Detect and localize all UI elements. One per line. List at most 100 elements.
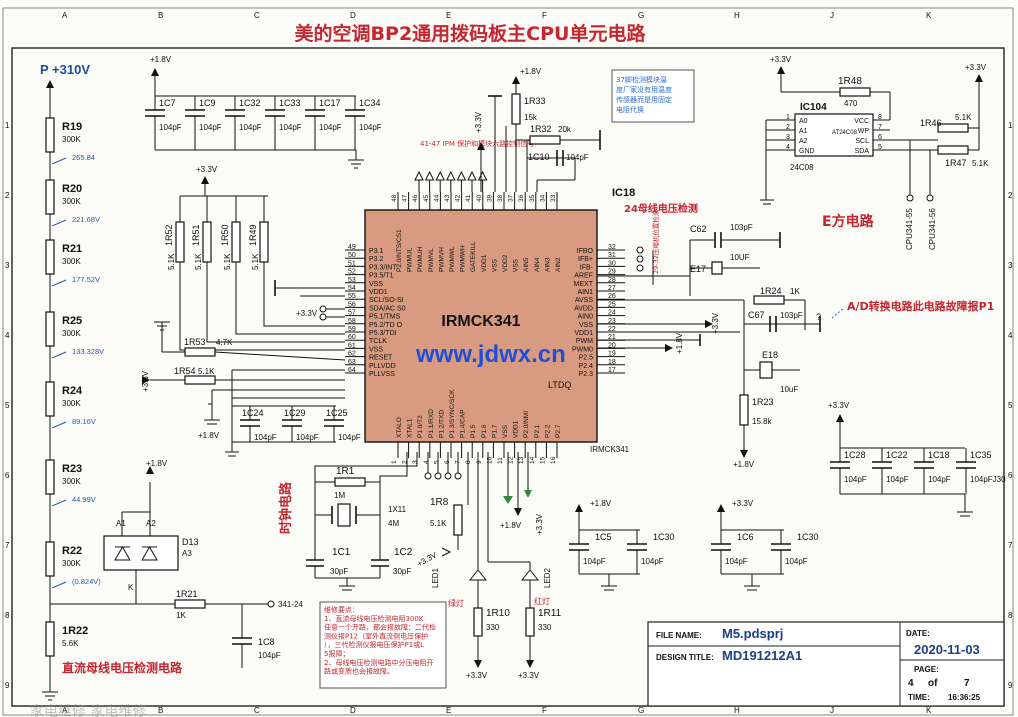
mcu-pin-number: 22: [608, 326, 616, 333]
r46-ref: 1R46: [920, 118, 942, 128]
mcu-pin-number: 44: [433, 194, 440, 202]
r1-body: [334, 477, 366, 487]
r1r21-body: [174, 599, 206, 609]
grid-row-label: 9: [5, 681, 10, 690]
pullup-val: 5.1K: [167, 253, 176, 270]
hv-resistor-ref: R22: [62, 545, 82, 557]
d13-pin-k: K: [128, 583, 134, 592]
mcu-pins: 49P3.150P3.251P3.3/INT52P3.5/T153VSS54VD…: [345, 192, 625, 464]
capacitor-val: 104pF: [296, 433, 319, 442]
hv-node-voltage: 44.99V: [72, 495, 96, 504]
r1r21-net: 341-24: [278, 600, 303, 609]
pullup-resistor: [175, 221, 185, 263]
r33-body: [511, 93, 521, 125]
mcu-pin-number: 28: [608, 277, 616, 284]
eeprom-pin-number: 1: [786, 114, 790, 121]
r54-body: [184, 375, 216, 385]
mcu-pin-name: PWM0: [572, 346, 593, 353]
hv-resistor-ref: R19: [62, 121, 82, 133]
mcu-pin-name: PWMWL: [449, 246, 456, 272]
pullup-val: 5.1K: [223, 253, 232, 270]
hv-resistor: [45, 381, 55, 417]
grid-row-label: 7: [5, 541, 10, 550]
mcu-pin-number: 17: [608, 367, 616, 374]
net-connector-icon: [319, 313, 327, 321]
r32-body: [529, 135, 561, 145]
led2-rail: +3.3V: [518, 671, 540, 680]
eeprom-rail: +3.3V: [770, 55, 792, 64]
mcu-pin-number: 38: [497, 194, 504, 202]
mcu-pin-number: 63: [348, 359, 356, 366]
r24-val: 1K: [790, 287, 800, 296]
capacitor-ref: 1C5: [595, 532, 612, 542]
mcu-pin-number: 5: [433, 460, 440, 464]
c10-ref: 1C10: [528, 152, 550, 162]
capacitor-ref: 1C30: [797, 532, 819, 542]
grid-row-label: 2: [5, 191, 10, 200]
grid-col-label: H: [734, 706, 740, 715]
mcu-pin-name: VDD2: [502, 254, 509, 272]
mcu-pin-number: 18: [608, 359, 616, 366]
hv-node-voltage: 89.16V: [72, 417, 96, 426]
e18-body: [759, 361, 773, 379]
d13-val: A3: [182, 549, 192, 558]
r11-val: 330: [538, 623, 552, 632]
hv-resistor-val: 300K: [62, 257, 81, 266]
crystal-val: 4M: [388, 519, 399, 528]
mcu-pin-name: VSS: [369, 281, 383, 288]
hv-resistor-ref: R20: [62, 183, 82, 195]
mcu-pin-number: 26: [608, 293, 616, 300]
hv-resistor-ref: R24: [62, 385, 83, 397]
grid-row-label: 4: [5, 331, 10, 340]
mcu-pin-name: P2.3: [579, 371, 594, 378]
capacitor-ref: 1C29: [284, 408, 306, 418]
capacitor-val: 104pF: [886, 475, 909, 484]
capacitor-ref: 1C32: [239, 98, 261, 108]
title-block: [647, 621, 1005, 707]
led2-ref: LED2: [543, 567, 552, 588]
r8-val: 5.1K: [430, 519, 447, 528]
ipm-arrows: [414, 170, 488, 192]
capacitor-val: 104pF: [338, 433, 361, 442]
mcu-pin-name: AIN4: [534, 257, 541, 272]
mcu-pin-name: VSS: [579, 322, 593, 329]
mcu-pin-name: VSS: [369, 346, 383, 353]
probe-arrow-icon: [51, 581, 67, 589]
vdd2-rail: +1.8V: [520, 67, 542, 76]
rail-arrow-icon: [512, 76, 520, 84]
mcu-pin-number: 27: [608, 285, 616, 292]
c2-val: 30pF: [393, 567, 411, 576]
grid-col-label: G: [638, 11, 644, 20]
r8-ref: 1R8: [430, 497, 449, 508]
grid-col-label: D: [350, 11, 356, 20]
grid-col-label: A: [62, 706, 68, 715]
inner-frame: [11, 47, 1005, 707]
mcu-pin-number: 23: [608, 318, 616, 325]
r48-ref: 1R48: [838, 76, 862, 87]
e18-val: 10uF: [780, 385, 798, 394]
mcu-pin-number: 56: [348, 301, 356, 308]
rail-arrow-icon: [705, 320, 713, 328]
mcu-pin-name: P2.7: [555, 424, 562, 438]
capacitor-val: 104pF: [199, 123, 222, 132]
grid-col-label: A: [62, 11, 68, 20]
c2-ref: 1C2: [394, 547, 413, 558]
grid-col-label: C: [254, 706, 260, 715]
eeprom-net-1: CPU341-55: [905, 208, 914, 250]
led-icon: [468, 569, 488, 581]
rail-arrow-icon: [151, 68, 159, 76]
mcu-pin-number: 49: [348, 244, 356, 251]
grid-col-label: H: [734, 11, 740, 20]
date-value: 2020-11-03: [914, 642, 980, 657]
r47-val: 5.1K: [972, 159, 989, 168]
grid-row-label: 3: [1008, 261, 1013, 270]
hv-node-voltage: 221.68V: [72, 215, 100, 224]
hv-resistor-val: 300K: [62, 197, 81, 206]
capacitor-ref: 1C25: [326, 408, 348, 418]
grid-col-label: B: [158, 706, 163, 715]
capacitor-val: 104pF: [725, 557, 748, 566]
mcu-pin-number: 41: [465, 194, 472, 202]
